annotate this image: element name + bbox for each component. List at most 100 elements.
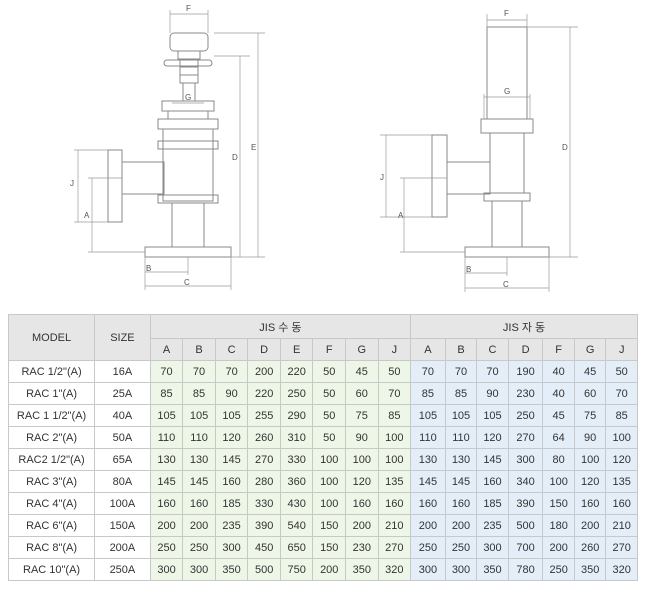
auto-value-cell: 85	[444, 382, 478, 405]
manual-value-cell: 100	[312, 492, 347, 515]
manual-value-cell: 280	[247, 470, 281, 493]
manual-value-cell: 70	[377, 382, 412, 405]
manual-value-cell: 120	[345, 470, 379, 493]
manual-value-cell: 250	[149, 536, 184, 559]
manual-value-cell: 45	[345, 360, 379, 383]
size-cell: 200A	[94, 536, 151, 559]
manual-value-cell: 210	[377, 514, 412, 537]
auto-value-cell: 160	[410, 492, 446, 515]
manual-col-header: E	[279, 338, 314, 361]
manual-value-cell: 270	[247, 448, 281, 471]
manual-value-cell: 160	[214, 470, 249, 493]
auto-value-cell: 300	[444, 558, 478, 581]
manual-value-cell: 540	[279, 514, 314, 537]
model-cell: RAC2 1/2"(A)	[7, 448, 96, 471]
manual-value-cell: 330	[247, 492, 281, 515]
auto-value-cell: 110	[444, 426, 478, 449]
group-manual-header: JIS 수 동	[149, 314, 412, 339]
manual-value-cell: 150	[312, 514, 347, 537]
auto-value-cell: 180	[542, 514, 575, 537]
auto-value-cell: 250	[507, 404, 544, 427]
model-cell: RAC 3"(A)	[7, 470, 96, 493]
auto-value-cell: 185	[476, 492, 509, 515]
label-D-manual: D	[232, 153, 238, 162]
manual-value-cell: 200	[247, 360, 281, 383]
auto-col-header: A	[410, 338, 446, 361]
label-A-manual: A	[84, 211, 90, 220]
manual-value-cell: 145	[182, 470, 216, 493]
manual-value-cell: 310	[279, 426, 314, 449]
auto-value-cell: 150	[542, 492, 575, 515]
auto-value-cell: 250	[542, 558, 575, 581]
manual-valve-drawing: F G D E J A B C	[70, 4, 265, 290]
auto-value-cell: 160	[605, 492, 638, 515]
manual-value-cell: 75	[345, 404, 379, 427]
auto-value-cell: 500	[507, 514, 544, 537]
manual-value-cell: 290	[279, 404, 314, 427]
auto-value-cell: 120	[573, 470, 607, 493]
auto-value-cell: 190	[507, 360, 544, 383]
auto-col-header: C	[476, 338, 509, 361]
model-cell: RAC 8"(A)	[7, 536, 96, 559]
manual-value-cell: 85	[149, 382, 184, 405]
label-B-manual: B	[146, 264, 151, 273]
manual-value-cell: 430	[279, 492, 314, 515]
auto-value-cell: 145	[444, 470, 478, 493]
label-G-auto: G	[504, 87, 510, 96]
auto-value-cell: 105	[410, 404, 446, 427]
auto-value-cell: 230	[507, 382, 544, 405]
size-cell: 16A	[94, 360, 151, 383]
size-cell: 25A	[94, 382, 151, 405]
label-F-manual: F	[186, 4, 191, 13]
manual-value-cell: 200	[182, 514, 216, 537]
manual-value-cell: 70	[182, 360, 216, 383]
manual-value-cell: 50	[312, 426, 347, 449]
manual-value-cell: 360	[279, 470, 314, 493]
manual-value-cell: 85	[182, 382, 216, 405]
manual-value-cell: 350	[214, 558, 249, 581]
manual-value-cell: 220	[279, 360, 314, 383]
model-cell: RAC 2"(A)	[7, 426, 96, 449]
auto-value-cell: 75	[573, 404, 607, 427]
manual-value-cell: 85	[377, 404, 412, 427]
auto-value-cell: 300	[410, 558, 446, 581]
label-C-auto: C	[503, 280, 509, 289]
manual-value-cell: 70	[214, 360, 249, 383]
manual-value-cell: 450	[247, 536, 281, 559]
auto-value-cell: 300	[507, 448, 544, 471]
auto-value-cell: 40	[542, 360, 575, 383]
auto-value-cell: 145	[410, 470, 446, 493]
manual-value-cell: 110	[182, 426, 216, 449]
manual-value-cell: 105	[149, 404, 184, 427]
manual-col-header: C	[214, 338, 249, 361]
manual-value-cell: 330	[279, 448, 314, 471]
manual-value-cell: 200	[312, 558, 347, 581]
manual-value-cell: 200	[149, 514, 184, 537]
manual-value-cell: 120	[214, 426, 249, 449]
auto-value-cell: 85	[605, 404, 638, 427]
manual-value-cell: 60	[345, 382, 379, 405]
model-header: MODEL	[7, 314, 96, 361]
technical-drawings: F G D E J A B C	[70, 4, 578, 292]
manual-value-cell: 100	[377, 448, 412, 471]
manual-value-cell: 100	[312, 470, 347, 493]
manual-col-header: B	[182, 338, 216, 361]
auto-value-cell: 100	[542, 470, 575, 493]
manual-col-header: J	[377, 338, 412, 361]
model-cell: RAC 6"(A)	[7, 514, 96, 537]
auto-value-cell: 100	[605, 426, 638, 449]
manual-value-cell: 50	[312, 404, 347, 427]
auto-value-cell: 70	[605, 382, 638, 405]
auto-value-cell: 270	[507, 426, 544, 449]
manual-value-cell: 160	[149, 492, 184, 515]
manual-value-cell: 650	[279, 536, 314, 559]
size-cell: 40A	[94, 404, 151, 427]
manual-value-cell: 135	[377, 470, 412, 493]
auto-value-cell: 130	[410, 448, 446, 471]
